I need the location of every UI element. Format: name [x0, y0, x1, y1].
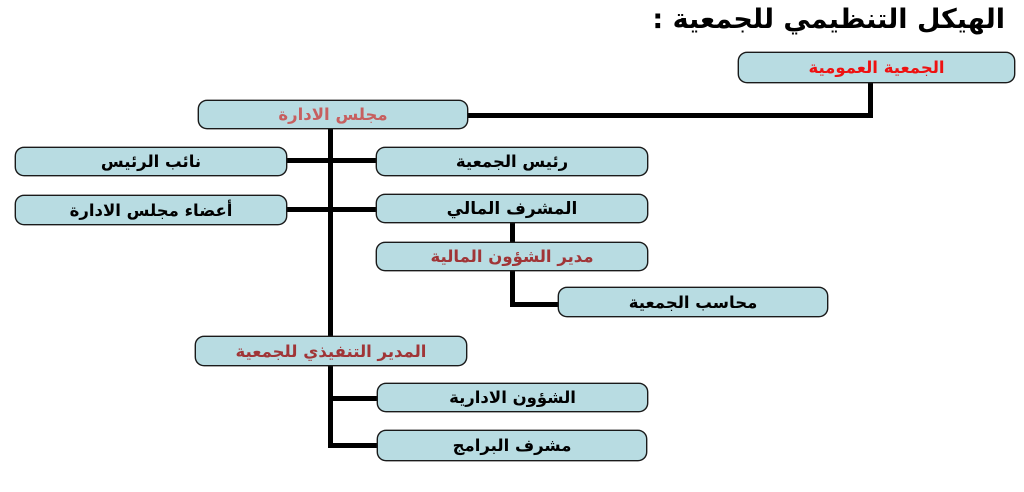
org-node-association-accountant: محاسب الجمعية — [558, 287, 828, 317]
connector-supervisor-drop — [510, 222, 515, 243]
org-node-financial-affairs-manager: مدير الشؤون المالية — [376, 242, 648, 271]
connector-to-programs — [328, 443, 378, 448]
org-node-administrative-affairs: الشؤون الادارية — [377, 383, 648, 412]
connector-executive-trunk — [328, 365, 333, 448]
connector-to-accountant — [510, 302, 559, 307]
org-node-board-members: أعضاء مجلس الادارة — [15, 195, 287, 225]
connector-row-president — [286, 158, 377, 163]
org-node-programs-supervisor: مشرف البرامج — [377, 430, 647, 461]
connector-row-members — [286, 207, 377, 212]
org-node-general-assembly: الجمعية العمومية — [738, 52, 1015, 83]
org-node-financial-supervisor: المشرف المالي — [376, 194, 648, 223]
connector-assembly-to-board — [466, 113, 873, 118]
org-node-association-president: رئيس الجمعية — [376, 147, 648, 176]
connector-finance-manager-drop — [510, 270, 515, 307]
connector-to-admin-affairs — [328, 396, 378, 401]
org-node-executive-director: المدير التنفيذي للجمعية — [195, 336, 467, 366]
org-node-board-of-directors: مجلس الادارة — [198, 100, 468, 129]
page-title: الهيكل التنظيمي للجمعية : — [652, 4, 1005, 35]
org-node-vice-president: نائب الرئيس — [15, 147, 287, 176]
connector-general-assembly-drop — [868, 82, 873, 118]
connector-board-trunk — [328, 128, 333, 337]
